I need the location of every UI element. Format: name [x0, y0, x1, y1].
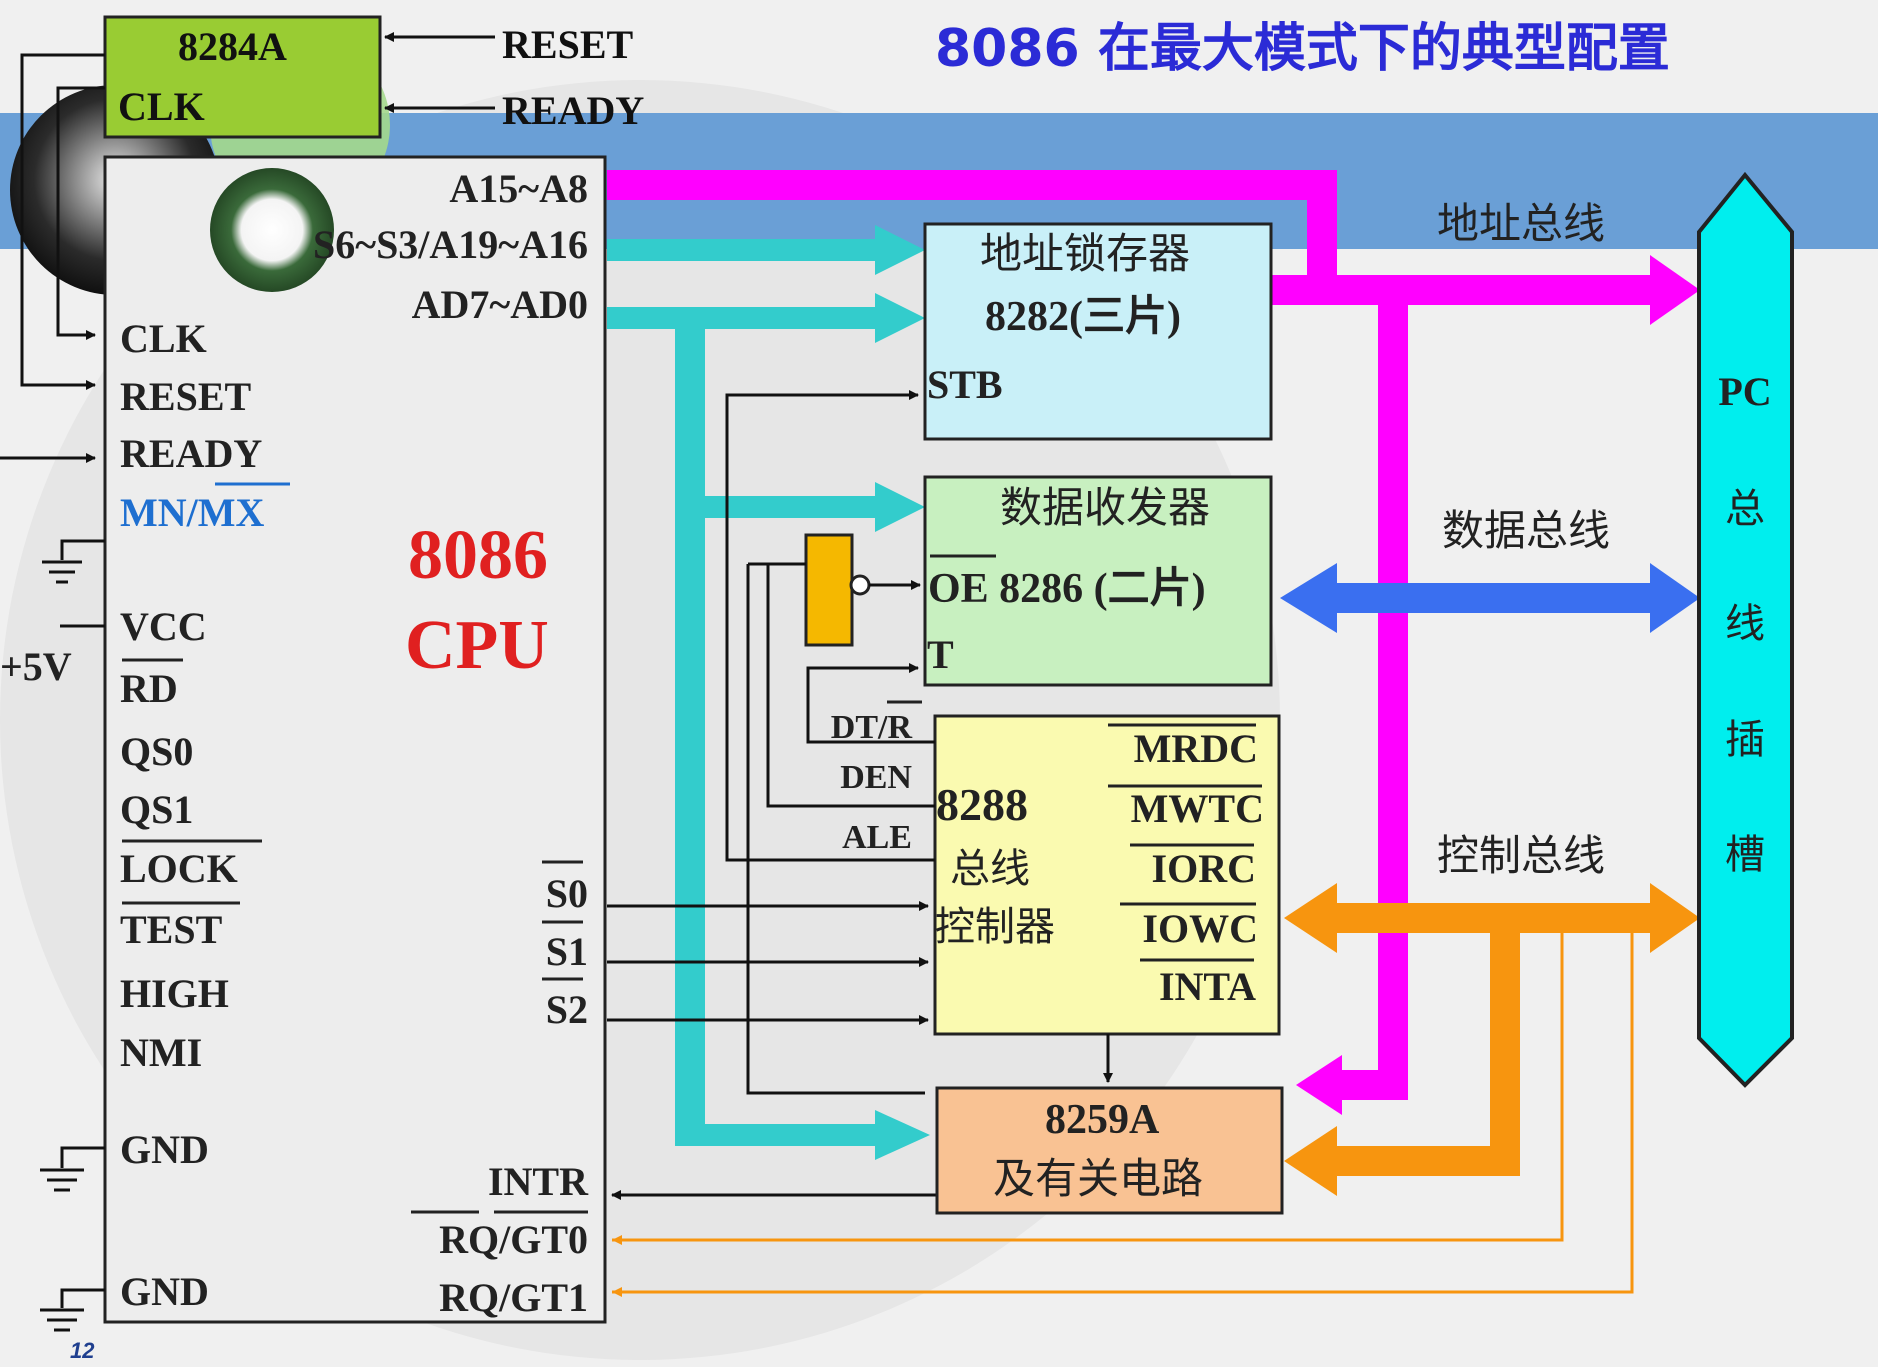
rq-gt-lines [612, 933, 1634, 1297]
clk-wire [56, 86, 105, 340]
latch-model: 8282(三片) [985, 293, 1181, 340]
pin-s6-s3-a19-a16: S6~S3/A19~A16 [313, 222, 588, 267]
clock-reset-label: RESET [502, 22, 633, 67]
interrupt-model: 8259A [1045, 1097, 1160, 1143]
output-mrdc: MRDC [1134, 726, 1258, 771]
transceiver-title: 数据收发器 [1000, 483, 1210, 532]
control-bus-label: 控制总线 [1437, 831, 1605, 880]
pin-intr: INTR [488, 1159, 589, 1204]
pin-gnd-1: GND [120, 1127, 209, 1172]
pin-qs0: QS0 [120, 729, 193, 774]
input-den: DEN [840, 759, 912, 796]
flower-photo [210, 168, 334, 292]
clock-chip-clk: CLK [118, 84, 205, 129]
pin-lock: LOCK [120, 846, 238, 891]
pin-rq-gt0: RQ/GT0 [439, 1217, 588, 1262]
slot-char-1: 总 [1725, 486, 1765, 532]
page-number: 12 [70, 1338, 95, 1363]
slot-char-4: 槽 [1725, 832, 1765, 878]
vcc-label: +5V [0, 644, 72, 689]
ground-symbol-1 [40, 1146, 105, 1192]
pin-test: TEST [120, 907, 223, 952]
pin-qs1: QS1 [120, 787, 193, 832]
data-bus [1280, 563, 1700, 633]
pin-reset: RESET [120, 374, 251, 419]
pin-clk: CLK [120, 316, 207, 361]
control-bus [1284, 883, 1700, 1196]
slot-pc-label: PC [1718, 369, 1771, 414]
pin-high: HIGH [120, 971, 229, 1016]
bus-controller-label-2: 控制器 [935, 904, 1055, 950]
pin-s0: S0 [546, 871, 588, 916]
pc-bus-slot [1697, 171, 1794, 1088]
ground-symbol-mnmx [42, 539, 105, 584]
output-iorc: IORC [1152, 846, 1256, 891]
latch-stb: STB [927, 362, 1003, 407]
slot-char-3: 插 [1725, 717, 1765, 763]
address-bus-label: 地址总线 [1437, 199, 1605, 248]
ground-symbol-2 [40, 1288, 105, 1332]
cpu-right-pins: A15~A8 S6~S3/A19~A16 AD7~AD0 S0 S1 S2 IN… [313, 166, 589, 1320]
interrupt-label: 及有关电路 [993, 1154, 1203, 1203]
output-mwtc: MWTC [1131, 786, 1264, 831]
pin-gnd-2: GND [120, 1269, 209, 1314]
bus-controller-box [933, 714, 1281, 1036]
bus-controller-outputs: MRDC MWTC IORC IOWC INTA [1108, 723, 1264, 1009]
pin-s2: S2 [546, 987, 588, 1032]
pin-rd: RD [120, 666, 178, 711]
clock-ready-label: READY [502, 88, 644, 133]
slot-char-2: 线 [1725, 601, 1765, 647]
cpu-bus-arrows [607, 225, 930, 1160]
transceiver-model: OE 8286 (二片) [928, 565, 1206, 612]
cpu-name-8086: 8086 [408, 517, 548, 594]
pin-nmi: NMI [120, 1030, 202, 1075]
control-wires [607, 390, 1113, 1200]
output-inta: INTA [1159, 964, 1256, 1009]
inverter-bubble [849, 574, 871, 596]
address-bus [607, 170, 1700, 1115]
latch-box [923, 222, 1273, 441]
page-title: 8086 在最大模式下的典型配置 [935, 19, 1670, 79]
transceiver-t: T [927, 632, 954, 677]
bus-controller-label-1: 总线 [950, 846, 1030, 892]
transceiver-box [923, 475, 1273, 687]
clock-chip-name: 8284A [178, 24, 287, 69]
bus-controller-model: 8288 [936, 779, 1028, 830]
reset-wire [20, 53, 105, 390]
inverter-gate [804, 533, 854, 647]
pin-a15-a8: A15~A8 [449, 166, 588, 211]
clock-chip-box [103, 15, 382, 139]
cpu-box [103, 155, 607, 1324]
cpu-left-pins: CLK RESET READY MN/MX VCC RD QS0 QS1 LOC… [120, 316, 290, 1314]
output-iowc: IOWC [1142, 906, 1258, 951]
input-dtr: DT/R [831, 709, 913, 746]
pin-ad7-ad0: AD7~AD0 [412, 282, 588, 327]
latch-title: 地址锁存器 [980, 229, 1190, 278]
data-bus-label: 数据总线 [1442, 506, 1610, 555]
input-ale: ALE [842, 819, 912, 856]
pin-vcc: VCC [120, 604, 207, 649]
pin-rq-gt1: RQ/GT1 [439, 1275, 588, 1320]
pin-ready: READY [120, 431, 262, 476]
pin-s1: S1 [546, 929, 588, 974]
interrupt-box [935, 1086, 1284, 1215]
cpu-name-cpu: CPU [405, 607, 549, 684]
pin-mnmx: MN/MX [120, 490, 265, 535]
